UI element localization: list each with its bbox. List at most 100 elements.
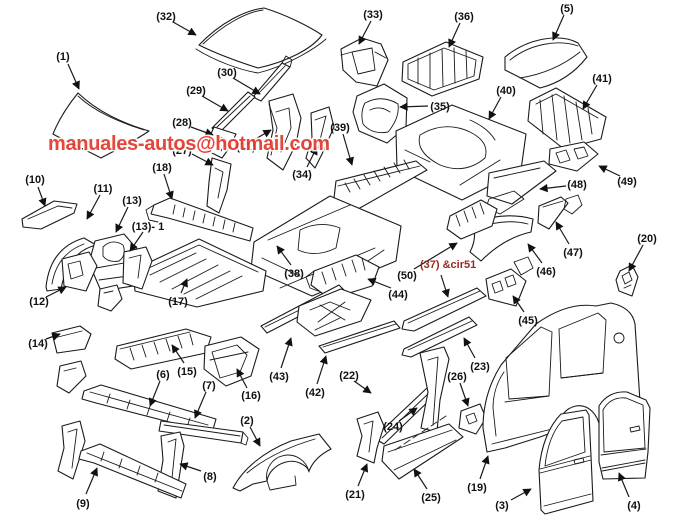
- label-arrow-34: [306, 146, 318, 168]
- part-dash-panel: [132, 238, 267, 308]
- part-rear-crossmember: [446, 199, 498, 240]
- part-label-9: (9): [76, 498, 90, 510]
- label-arrow-13-1: [129, 231, 144, 252]
- part-rear-shelf-side-frame: [340, 37, 389, 87]
- part-label-12: (12): [29, 296, 49, 308]
- part-label-20: (20): [637, 233, 657, 245]
- part-label-7: (7): [202, 380, 216, 392]
- label-arrow-23: [463, 337, 476, 359]
- part-rear-side-sill: [485, 160, 557, 215]
- part-label-44: (44): [388, 289, 408, 301]
- label-arrow-10: [37, 186, 47, 207]
- label-arrow-8: [179, 462, 202, 472]
- part-front-door: [538, 409, 594, 515]
- part-rocker-sill-perforated: [381, 415, 464, 480]
- part-label-11: (11): [94, 183, 113, 195]
- part-label-23: (23): [470, 361, 490, 373]
- part-label-18: (18): [152, 162, 172, 174]
- part-front-rail-assembly: [296, 288, 372, 337]
- part-floor-bracket: [548, 141, 599, 172]
- part-label-45: (45): [518, 315, 538, 327]
- part-sill-rail-c: [318, 320, 401, 354]
- part-label-34: (34): [292, 169, 312, 181]
- part-label-48: (48): [567, 179, 587, 191]
- part-roof-side-rail-outer: [252, 55, 293, 102]
- label-arrow-49: [598, 165, 621, 177]
- label-arrow-14: [45, 332, 61, 341]
- part-label-27: (27): [172, 145, 192, 157]
- part-label-8: (8): [203, 471, 217, 483]
- label-arrow-40: [488, 96, 502, 120]
- part-label-38: (38): [284, 268, 304, 280]
- label-arrow-44: [367, 277, 392, 289]
- part-small-bracket: [458, 403, 487, 435]
- part-label-15: (15): [177, 366, 197, 378]
- label-arrow-26: [459, 382, 470, 407]
- label-arrow-35: [399, 102, 429, 111]
- part-rear-shelf-panel: [401, 41, 484, 97]
- label-arrow-48: [539, 183, 567, 193]
- label-arrow-2: [249, 426, 261, 447]
- part-roof-panel: [195, 7, 327, 74]
- part-radiator-lower-crossmember: [78, 443, 187, 499]
- part-label-22: (22): [339, 370, 359, 382]
- label-arrow-13: [115, 206, 129, 233]
- part-label-2: (2): [240, 415, 254, 427]
- label-arrow-39: [342, 133, 354, 166]
- part-label-21: (21): [345, 489, 365, 501]
- part-cowl-top: [145, 197, 254, 242]
- part-label-49: (49): [617, 176, 637, 188]
- part-rear-deck-panel: [504, 37, 588, 89]
- part-label-25: (25): [421, 492, 441, 504]
- label-arrow-7: [194, 391, 207, 419]
- watermark-text: manuales-autos@hotmail.com: [48, 133, 330, 155]
- label-arrow-18: [163, 173, 174, 200]
- part-label-14: (14): [28, 338, 48, 350]
- part-label-13-1: (13)- 1: [132, 221, 164, 233]
- part-side-sill-rail: [401, 287, 487, 332]
- part-label-3: (3): [495, 500, 509, 512]
- label-arrow-36: [448, 22, 461, 48]
- part-label-29: (29): [186, 85, 206, 97]
- part-label-24: (24): [383, 421, 403, 433]
- part-label-26: (26): [447, 371, 467, 383]
- part-stay-bracket-a: [56, 360, 87, 394]
- label-arrow-15: [171, 344, 185, 364]
- label-arrow-4: [618, 472, 630, 498]
- part-hood: [52, 92, 150, 159]
- part-label-41: (41): [592, 73, 612, 85]
- labels-layer: (1)(32)(30)(29)(28)(27)(31)(34)(18)(33)(…: [25, 3, 657, 512]
- part-label-19: (19): [467, 482, 487, 494]
- label-arrow-20: [628, 244, 644, 272]
- part-rear-door: [598, 391, 651, 480]
- label-arrow-30: [232, 77, 261, 95]
- part-label-1: (1): [56, 51, 70, 63]
- part-label-10: (10): [25, 174, 45, 186]
- label-arrow-25: [413, 468, 428, 490]
- part-front-crossmember-ribbed: [305, 254, 380, 300]
- label-arrow-27: [191, 153, 214, 166]
- label-arrow-31: [251, 129, 272, 142]
- part-label-39: (39): [330, 122, 350, 134]
- label-arrow-1: [67, 63, 80, 90]
- label-arrow-3: [510, 488, 532, 501]
- part-radiator-upper-crossmember: [81, 384, 217, 434]
- parts-layer: [21, 7, 651, 515]
- part-rear-frame-rail: [537, 194, 583, 230]
- label-arrow-42: [316, 355, 328, 385]
- label-arrow-29: [201, 95, 229, 112]
- label-arrow-5: [552, 14, 565, 41]
- part-front-wheelhouse-rail: [21, 200, 78, 230]
- label-arrow-33: [358, 20, 372, 45]
- label-arrow-50: [413, 242, 458, 270]
- arrows-layer: [37, 14, 644, 501]
- part-label-28: (28): [172, 117, 192, 129]
- part-roof-side-rail-inner: [211, 91, 256, 134]
- part-center-pillar: [419, 346, 450, 433]
- label-arrow-37: [440, 274, 450, 298]
- label-arrow-22: [353, 380, 372, 394]
- label-arrow-6: [148, 380, 161, 407]
- label-arrow-45: [512, 295, 525, 313]
- part-apron-bracket: [61, 251, 98, 292]
